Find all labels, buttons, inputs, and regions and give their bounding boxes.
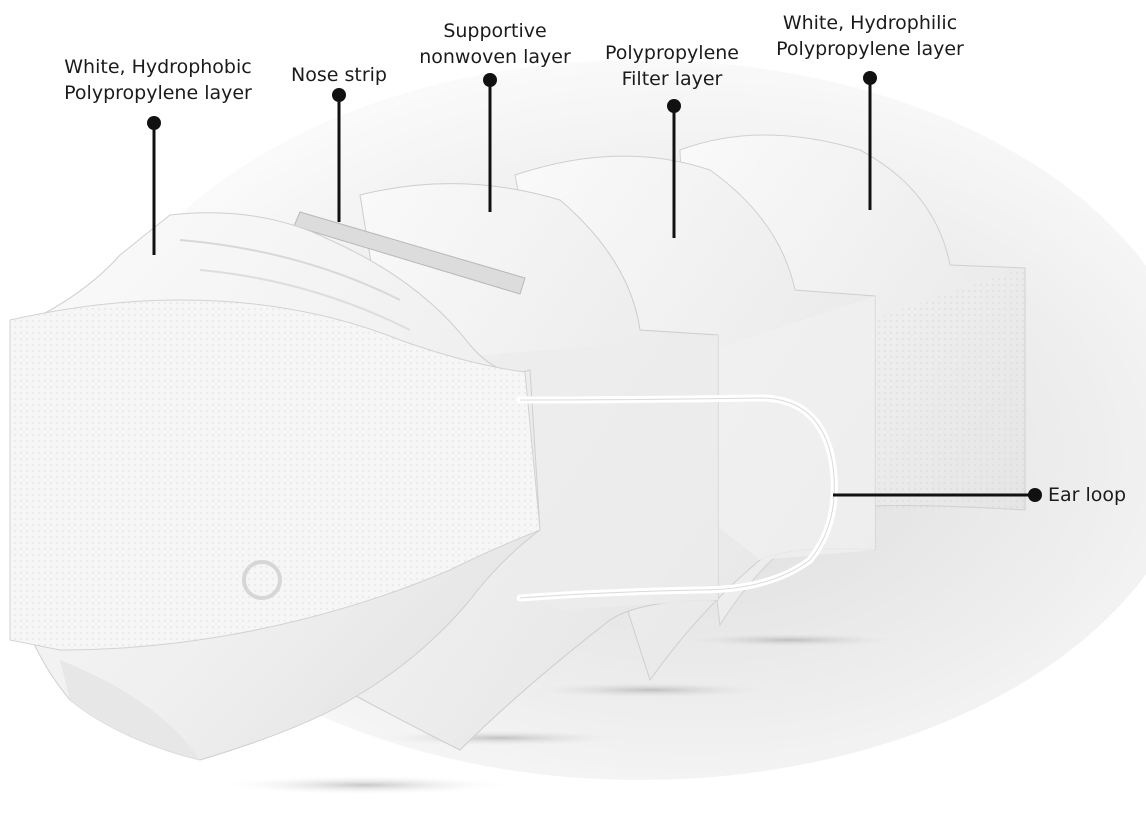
shadow [215,775,515,795]
label-filter-layer: Polypropylene Filter layer [590,40,754,92]
label-line: Filter layer [590,66,754,92]
label-line: White, Hydrophilic [752,10,988,36]
label-line: Polypropylene [590,40,754,66]
shadow [510,681,790,699]
label-hydrophobic-layer: White, Hydrophobic Polypropylene layer [40,54,276,106]
label-hydrophilic-layer: White, Hydrophilic Polypropylene layer [752,10,988,62]
label-line: White, Hydrophobic [40,54,276,80]
shadow [660,632,920,648]
label-line: Supportive [410,18,580,44]
label-line: nonwoven layer [410,44,580,70]
label-line: Nose strip [280,62,398,88]
label-line: Polypropylene layer [752,36,988,62]
label-line: Polypropylene layer [40,80,276,106]
label-nose-strip: Nose strip [280,62,398,88]
label-supportive-layer: Supportive nonwoven layer [410,18,580,70]
shadow [360,729,640,747]
label-line: Ear loop [1048,482,1144,508]
label-ear-loop: Ear loop [1048,482,1144,508]
